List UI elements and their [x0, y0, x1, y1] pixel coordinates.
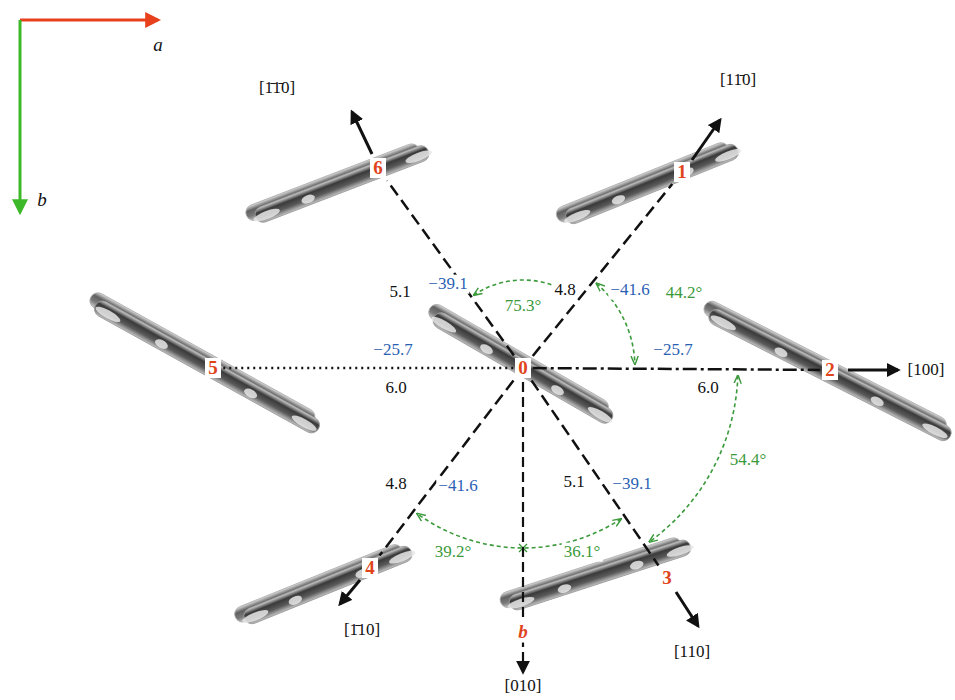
atom-highlight	[478, 342, 494, 356]
direction-arrow	[340, 580, 360, 604]
b-axis-arrow	[19, 20, 22, 212]
rod-body	[507, 538, 693, 612]
axis-arrows	[20, 20, 158, 212]
energy-label: −41.6	[436, 477, 479, 496]
molecule-number: 0	[515, 358, 531, 379]
atom-highlight	[241, 608, 270, 626]
direction-label: [110]	[674, 643, 710, 662]
atom-highlight	[94, 304, 122, 325]
molecule-number: 6	[370, 158, 386, 179]
neighbour-line	[532, 380, 659, 565]
atom-highlight	[300, 193, 316, 205]
atom-highlight	[557, 583, 573, 595]
direction-arrows	[340, 112, 898, 672]
molecule-rod	[85, 290, 325, 436]
direction-arrow	[352, 112, 372, 154]
atom-highlight	[549, 383, 565, 397]
atom-highlight	[243, 387, 259, 401]
atom-highlight	[252, 206, 281, 224]
distance-label: 4.8	[552, 281, 577, 300]
rod-body	[242, 544, 415, 626]
distance-label: 6.0	[383, 379, 408, 398]
atom-highlight	[869, 395, 885, 408]
angle-arcs	[417, 280, 738, 552]
neighbour-line	[387, 180, 514, 355]
atom-highlight	[629, 559, 645, 571]
atom-highlight	[586, 404, 614, 425]
energy-label: −39.1	[610, 475, 653, 494]
angle-label: 54.4°	[728, 451, 769, 470]
atom-highlight	[773, 346, 789, 359]
molecule-rod	[244, 138, 434, 228]
molecule-rods	[85, 136, 955, 629]
molecule-number: 1	[674, 162, 690, 183]
molecule-label: 1	[677, 162, 687, 183]
atom-highlight	[921, 421, 950, 441]
molecule-label: 6	[373, 158, 383, 179]
molecule-rod	[554, 136, 744, 229]
distance-label: 6.0	[695, 379, 720, 398]
angle-label: 44.2°	[664, 284, 705, 303]
atom-highlight	[287, 594, 303, 607]
molecule-number: 5	[205, 358, 221, 379]
direction-label: [010]	[505, 677, 542, 696]
molecule-label: 4	[365, 558, 375, 579]
molecule-rod	[699, 298, 955, 443]
atom-highlight	[290, 413, 318, 434]
axis-label: b	[37, 190, 47, 211]
molecule-label: 3	[662, 568, 672, 589]
neighbour-line	[223, 367, 514, 370]
energy-label: −25.7	[371, 341, 414, 360]
atom-highlight	[709, 313, 738, 333]
molecule-label: 5	[208, 358, 218, 379]
rod-body	[563, 142, 741, 226]
rod-body	[253, 143, 431, 224]
direction-label: [1̄1̄0]	[259, 79, 295, 98]
atom-highlight	[404, 148, 433, 166]
axis-label: b	[516, 622, 530, 643]
atom-highlight	[153, 337, 169, 351]
atom-highlight	[430, 314, 458, 335]
energy-label: −39.1	[426, 275, 469, 294]
angle-label: 75.3°	[503, 297, 544, 316]
direction-arrow	[692, 120, 720, 160]
direction-label: [100]	[908, 361, 945, 380]
atom-highlight	[563, 207, 592, 225]
distance-label: 5.1	[561, 473, 586, 492]
distance-label: 5.1	[387, 283, 412, 302]
atom-highlight	[388, 548, 417, 566]
angle-label: 36.1°	[562, 543, 603, 562]
molecule-rod	[423, 301, 619, 427]
direction-arrow	[848, 369, 898, 372]
molecule-number: 4	[362, 558, 378, 579]
molecule-number: 3	[659, 568, 675, 589]
distance-label: 4.8	[383, 475, 408, 494]
atom-highlight	[610, 193, 626, 206]
molecule-rod	[232, 538, 417, 629]
energy-label: −25.7	[651, 341, 694, 360]
atom-highlight	[714, 146, 743, 164]
angle-label: 39.2°	[433, 543, 474, 562]
direction-arrow	[676, 592, 698, 626]
molecule-rod	[498, 532, 695, 614]
molecule-label: 0	[518, 358, 528, 379]
rod-body	[706, 307, 954, 444]
neighbour-line	[380, 380, 514, 555]
angle-arc	[649, 376, 737, 542]
atom-highlight	[666, 543, 695, 559]
rod-body	[92, 298, 323, 436]
molecule-number: 2	[822, 360, 838, 381]
energy-label: −41.6	[608, 281, 651, 300]
direction-label: [11̄0]	[720, 71, 756, 90]
direction-label: [1̄10]	[344, 621, 380, 640]
axis-label: a	[153, 35, 163, 56]
a-axis-arrow	[20, 19, 158, 22]
atom-highlight	[507, 595, 536, 611]
molecule-label: 2	[825, 360, 835, 381]
neighbour-line	[533, 184, 673, 356]
neighbour-line	[533, 368, 821, 370]
